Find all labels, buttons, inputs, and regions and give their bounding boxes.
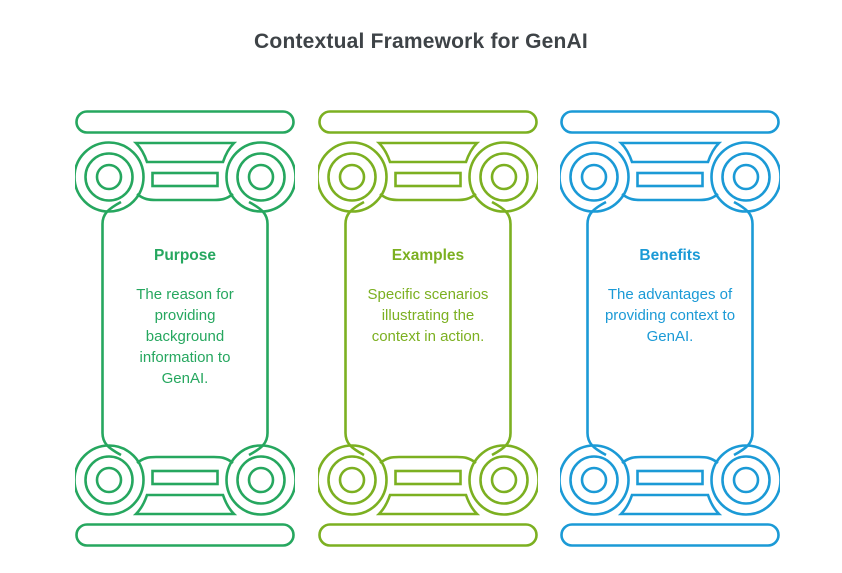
pillar-text-block: Purpose The reason for providing backgro… (107, 248, 263, 389)
pillar-heading: Purpose (153, 247, 216, 264)
pillar-examples: Examples Specific scenarios illustrating… (318, 110, 538, 547)
pillar-purpose: Purpose The reason for providing backgro… (75, 110, 295, 547)
pillar-benefits: Benefits The advantages of providing con… (560, 110, 780, 547)
pillar-heading: Examples (391, 247, 465, 264)
pillar-text-block: Examples Specific scenarios illustrating… (350, 248, 506, 347)
pillar-body: The reason for providing background info… (136, 286, 234, 387)
pillar-text-block: Benefits The advantages of providing con… (592, 248, 748, 347)
pillar-heading: Benefits (639, 247, 701, 264)
pillar-body: Specific scenarios illustrating the cont… (367, 286, 489, 345)
page-title: Contextual Framework for GenAI (254, 30, 588, 53)
pillar-body: The advantages of providing context to G… (604, 286, 736, 345)
